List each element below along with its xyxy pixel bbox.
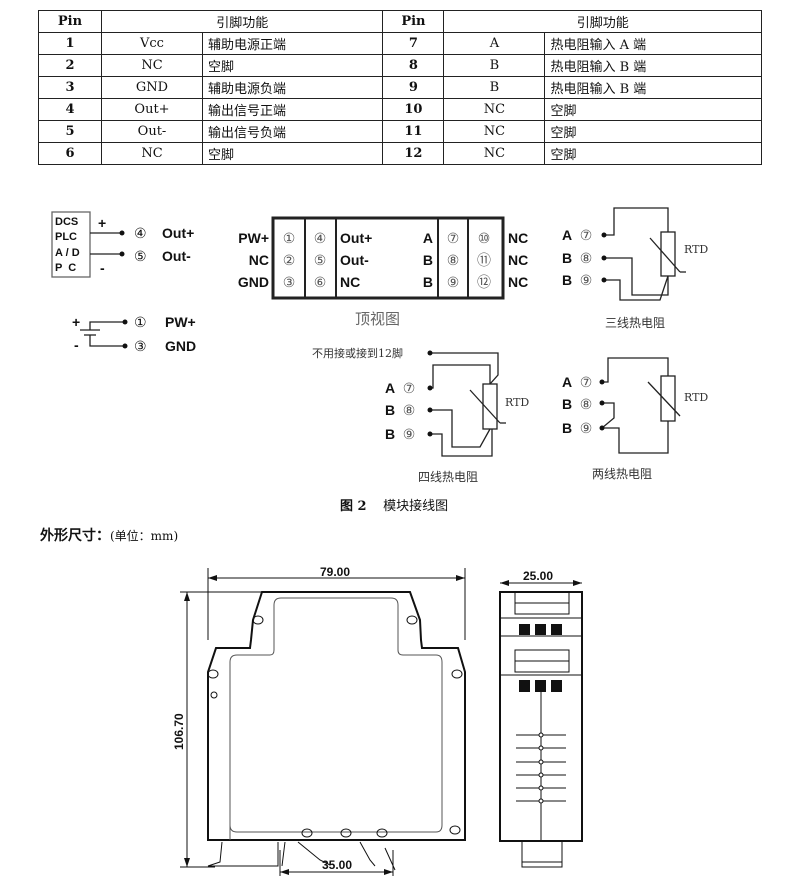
pin-num: ⑥ <box>314 274 327 290</box>
top-view-mid-label: Out+ <box>340 230 372 246</box>
minus-sign: - <box>100 260 105 276</box>
pin-num: ⑦ <box>403 380 416 396</box>
plus-sign: + <box>72 314 80 330</box>
top-view-ab-label: B <box>423 274 433 290</box>
top-view-ab-label: B <box>423 252 433 268</box>
pin-num: ⑧ <box>447 252 460 268</box>
rtd-input-label: B <box>562 396 572 412</box>
figure-title: 模块接线图 <box>383 499 449 514</box>
pin-num: ⑦ <box>580 227 593 243</box>
cell-func-l: 输出信号负端 <box>201 120 384 143</box>
depth-dimension: 25.00 <box>523 569 553 583</box>
dimensions-unit: (单位：mm) <box>110 529 179 543</box>
pin-label: GND <box>165 338 196 354</box>
plc-label: PLC <box>55 231 77 243</box>
pin-num: ⑩ <box>478 230 491 246</box>
cell-code-r: NC <box>443 120 546 143</box>
top-view-mid-label: Out- <box>340 252 369 268</box>
pin-num: ⑧ <box>403 402 416 418</box>
cell-pin-l: 6 <box>38 142 102 165</box>
pin-label: Out- <box>162 248 191 264</box>
pin-num: ⑨ <box>580 272 593 288</box>
ad-label: A / D <box>55 247 80 259</box>
pin-num: ① <box>283 230 296 246</box>
rtd-label: RTD <box>505 396 529 409</box>
pin-num: ⑦ <box>447 230 460 246</box>
pin-num: ⑫ <box>477 274 491 290</box>
figure-number: 图 2 <box>340 499 367 514</box>
rtd-input-label: B <box>385 426 395 442</box>
pin-num: ③ <box>283 274 296 290</box>
two-wire-title: 两线热电阻 <box>592 467 652 481</box>
top-view-right-label: NC <box>508 274 528 290</box>
four-wire-title: 四线热电阻 <box>418 470 478 484</box>
pc-label: P C <box>55 262 76 274</box>
pin-num: ⑦ <box>580 374 593 390</box>
pin-num: ⑨ <box>580 420 593 436</box>
cell-func-r: 空脚 <box>544 142 762 165</box>
pin-label: PW+ <box>165 314 196 330</box>
rtd-input-label: B <box>562 420 572 436</box>
cell-func-l: 辅助电源负端 <box>201 76 384 99</box>
dimensions-title: 外形尺寸： <box>40 528 110 544</box>
pin-num: ③ <box>134 338 147 354</box>
top-view-right-label: NC <box>508 252 528 268</box>
pin-num: ① <box>134 314 147 330</box>
top-view-left-label: PW+ <box>238 230 269 246</box>
top-view-title: 顶视图 <box>355 310 400 328</box>
cell-func-r: 热电阻输入 B 端 <box>544 54 762 77</box>
rtd-input-label: A <box>385 380 395 396</box>
pin-label: Out+ <box>162 225 194 241</box>
pin-num: ⑨ <box>403 426 416 442</box>
width-dimension: 79.00 <box>320 565 350 579</box>
three-wire-title: 三线热电阻 <box>605 316 665 330</box>
four-wire-note: 不用接或接到12脚 <box>312 346 403 360</box>
top-view-mid-label: NC <box>340 274 360 290</box>
dimensions-heading: 外形尺寸：(单位：mm) <box>40 525 178 545</box>
pin-num: ⑤ <box>314 252 327 268</box>
rtd-input-label: A <box>562 227 572 243</box>
top-view-left-label: GND <box>238 274 269 290</box>
pin-num: ⑨ <box>447 274 460 290</box>
rtd-input-label: A <box>562 374 572 390</box>
pin-num: ⑤ <box>134 248 147 264</box>
figure-caption: 图 2 模块接线图 <box>340 495 448 514</box>
rtd-input-label: B <box>562 250 572 266</box>
rtd-input-label: B <box>562 272 572 288</box>
pin-num: ⑧ <box>580 250 593 266</box>
cell-code-l: GND <box>101 76 203 99</box>
minus-sign: - <box>74 337 79 353</box>
height-dimension: 106.70 <box>172 713 186 750</box>
pin-num: ④ <box>134 225 147 241</box>
cell-func-l: 空脚 <box>201 142 384 165</box>
top-view-ab-label: A <box>423 230 433 246</box>
pin-num: ④ <box>314 230 327 246</box>
top-view-left-label: NC <box>249 252 269 268</box>
rtd-label: RTD <box>684 243 708 256</box>
pin-num: ② <box>283 252 296 268</box>
pin-num: ⑪ <box>477 252 491 268</box>
cell-code-r: NC <box>443 142 546 165</box>
plus-sign: + <box>98 215 106 231</box>
top-view-right-label: NC <box>508 230 528 246</box>
rtd-input-label: B <box>385 402 395 418</box>
dcs-label: DCS <box>55 216 78 228</box>
cell-func-l: 输出信号正端 <box>201 98 384 121</box>
rtd-label: RTD <box>684 391 708 404</box>
pin-num: ⑧ <box>580 396 593 412</box>
rail-dimension: 35.00 <box>322 858 352 872</box>
cell-pin-r: 12 <box>382 142 445 165</box>
